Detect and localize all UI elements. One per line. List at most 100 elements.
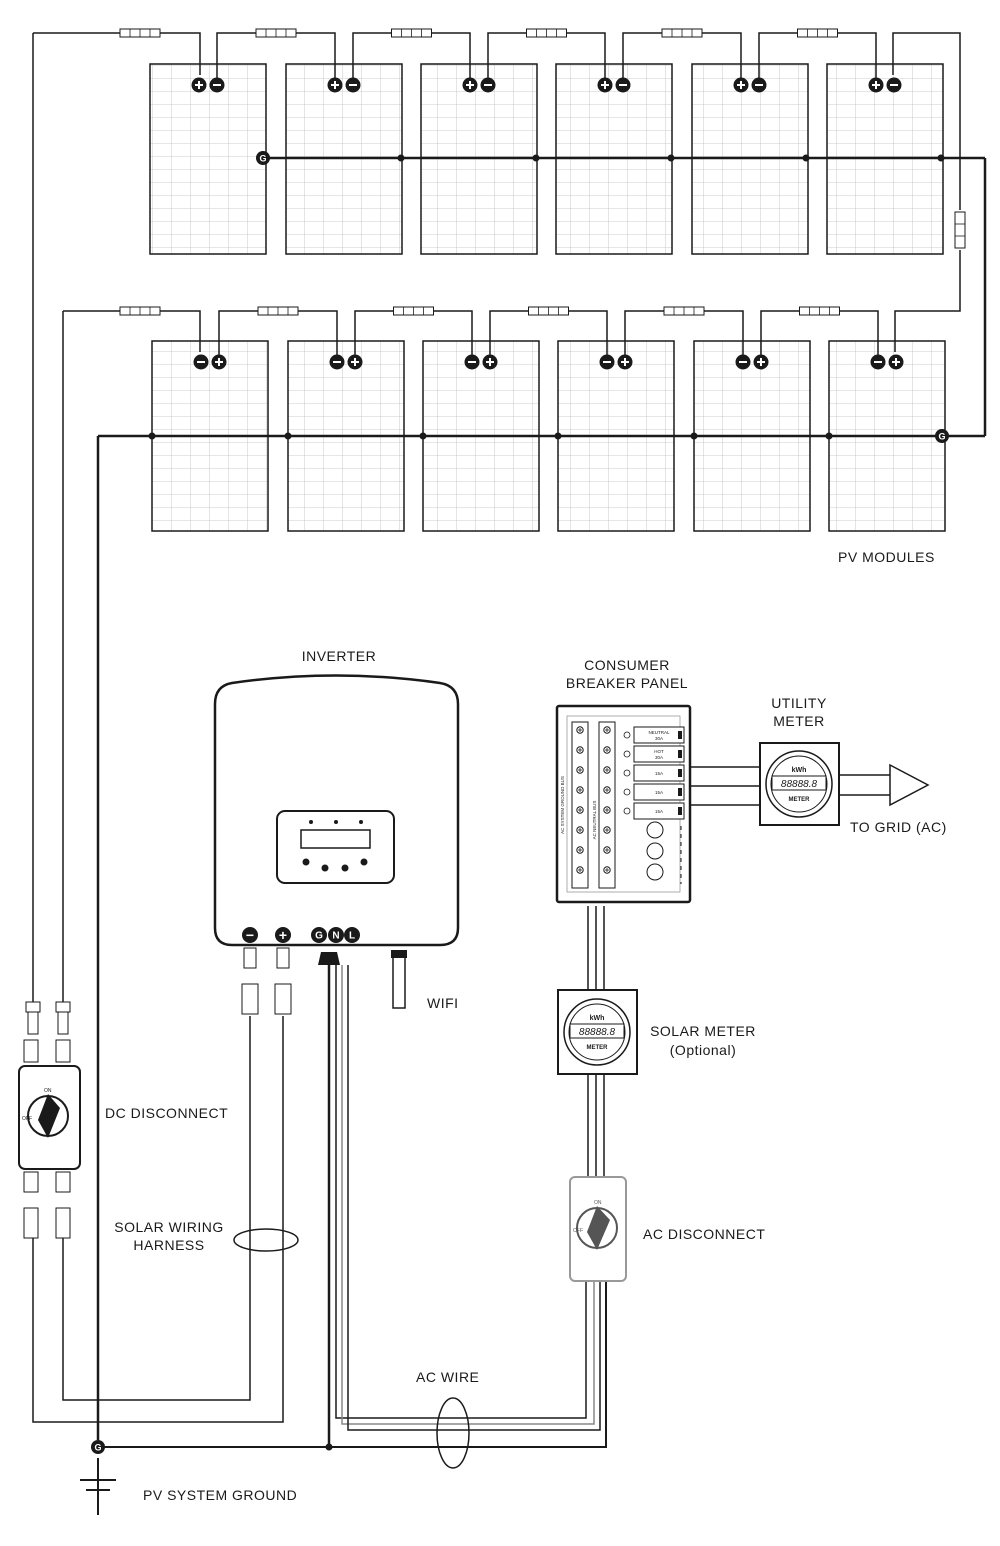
inverter: − + G N L [213, 674, 460, 947]
inverter-neutral-terminal [328, 927, 344, 943]
wifi-antenna [392, 951, 406, 1009]
negative-terminal-icon [209, 77, 225, 93]
ac-disconnect-label: AC DISCONNECT [643, 1226, 766, 1242]
ac-wire-2 [341, 965, 595, 1425]
inverter-cable-gland [318, 952, 340, 965]
positive-terminal-icon [617, 354, 633, 370]
mc4-connector-icon [255, 28, 297, 38]
wifi-antenna-base [391, 950, 407, 958]
positive-terminal-icon [462, 77, 478, 93]
positive-terminal-icon [753, 354, 769, 370]
ground-junction-dot [937, 154, 945, 162]
panel-to-utility-meter-wires [690, 766, 760, 806]
ground-junction-dots: GG [148, 151, 949, 443]
negative-terminal-icon [886, 77, 902, 93]
ground-junction-dot [419, 432, 427, 440]
utility-meter-label-line1: UTILITY [771, 695, 827, 711]
knockout-1 [646, 821, 664, 839]
breaker[interactable]: 15A [623, 783, 685, 801]
negative-terminal-icon [870, 354, 886, 370]
solar-meter-label-line2: (Optional) [669, 1042, 737, 1058]
solar-wiring-harness-label-line2: HARNESS [133, 1237, 205, 1253]
ground-junction-dot [825, 432, 833, 440]
inverter-button-1[interactable] [302, 858, 310, 866]
row-link-wire [892, 32, 961, 352]
breaker-rating: 30A [655, 755, 663, 760]
negative-terminal-icon [751, 77, 767, 93]
knockout-2 [646, 842, 664, 860]
to-grid-arrow [889, 763, 930, 807]
top-string-link-wire [216, 32, 336, 78]
consumer-breaker-panel-label-line2: BREAKER PANEL [565, 675, 689, 691]
inverter-positive-terminal-label: + [279, 927, 287, 943]
breaker-label: NEUTRAL [648, 730, 670, 735]
mc4-connector-icon [661, 28, 703, 38]
inverter-led-2 [334, 820, 338, 824]
knockout-3 [646, 863, 664, 881]
dc-disconnect[interactable]: ON OFF [18, 1001, 81, 1239]
harness-negative-wire [62, 1016, 251, 1401]
ground-junction-dot [667, 154, 675, 162]
ground-junction-dot [554, 432, 562, 440]
inverter-dc-connectors [241, 947, 292, 1015]
solar-meter: kWh 88888.8 METER [557, 989, 638, 1075]
neutral-bus-label: AC NEUTRAL BUS [592, 801, 597, 840]
breaker[interactable]: 15A [623, 802, 685, 820]
pv-system-ground-label: PV SYSTEM GROUND [143, 1487, 298, 1503]
svg-text:G: G [259, 154, 266, 164]
inverter-line-terminal-label: L [349, 931, 355, 942]
solar-meter-caption: METER [587, 1045, 609, 1051]
wifi-label: WIFI [427, 995, 459, 1011]
mc4-connector-icon [391, 28, 432, 38]
inverter-neutral-terminal-label: N [332, 931, 339, 942]
dc-disconnect-on-label: ON [44, 1088, 52, 1094]
ac-disconnect[interactable]: ON OFF [569, 1176, 627, 1282]
solar-meter-display [569, 1023, 625, 1039]
breaker-label: 15A [655, 809, 663, 814]
positive-terminal-icon [327, 77, 343, 93]
utility-meter-reading: 88888.8 [781, 779, 818, 790]
dc-disconnect-off-label: OFF [22, 1116, 32, 1122]
top-string-link-wire [487, 32, 606, 78]
solar-meter-unit: kWh [590, 1015, 605, 1022]
negative-terminal-icon [615, 77, 631, 93]
ground-junction-dot [532, 154, 540, 162]
inverter-negative-terminal-label: − [246, 927, 254, 943]
ac-ground-wire [98, 1282, 607, 1448]
utility-meter: kWh 88888.8 METER [759, 742, 840, 826]
positive-terminal-icon [888, 354, 904, 370]
ac-disconnect-off-label: OFF [573, 1228, 583, 1234]
inverter-led-3 [359, 820, 363, 824]
breaker[interactable]: 15A [623, 764, 685, 782]
pv-module-row-bottom [151, 340, 946, 532]
mc4-connector-icon [257, 306, 299, 316]
ground-junction-dot [397, 154, 405, 162]
inverter-led-1 [309, 820, 313, 824]
bottom-string-lead-wire [63, 310, 201, 352]
dc-disconnect-connectors-bottom [23, 1171, 71, 1239]
consumer-breaker-panel-label-line1: CONSUMER [584, 657, 670, 673]
ac-disconnect-on-label: ON [594, 1200, 602, 1206]
mc4-connector-icon [393, 306, 434, 316]
negative-terminal-icon [345, 77, 361, 93]
pv-modules-label: PV MODULES [838, 549, 935, 565]
top-string-lead-wire [33, 32, 201, 75]
top-string-link-wire [622, 32, 742, 78]
top-string-link-wire [352, 32, 471, 78]
positive-terminal-icon [347, 354, 363, 370]
negative-terminal-icon [193, 354, 209, 370]
utility-meter-display [771, 775, 827, 791]
inverter-button-4[interactable] [360, 858, 368, 866]
inverter-button-2[interactable] [321, 864, 329, 872]
ac-disconnect-handle[interactable] [587, 1206, 610, 1250]
positive-terminal-icon [482, 354, 498, 370]
inverter-button-3[interactable] [341, 864, 349, 872]
ground-junction-dot [690, 432, 698, 440]
dc-disconnect-handle[interactable] [38, 1094, 60, 1138]
ground-junction-dot [148, 432, 156, 440]
positive-terminal-icon [733, 77, 749, 93]
ac-wire-3 [347, 965, 601, 1431]
